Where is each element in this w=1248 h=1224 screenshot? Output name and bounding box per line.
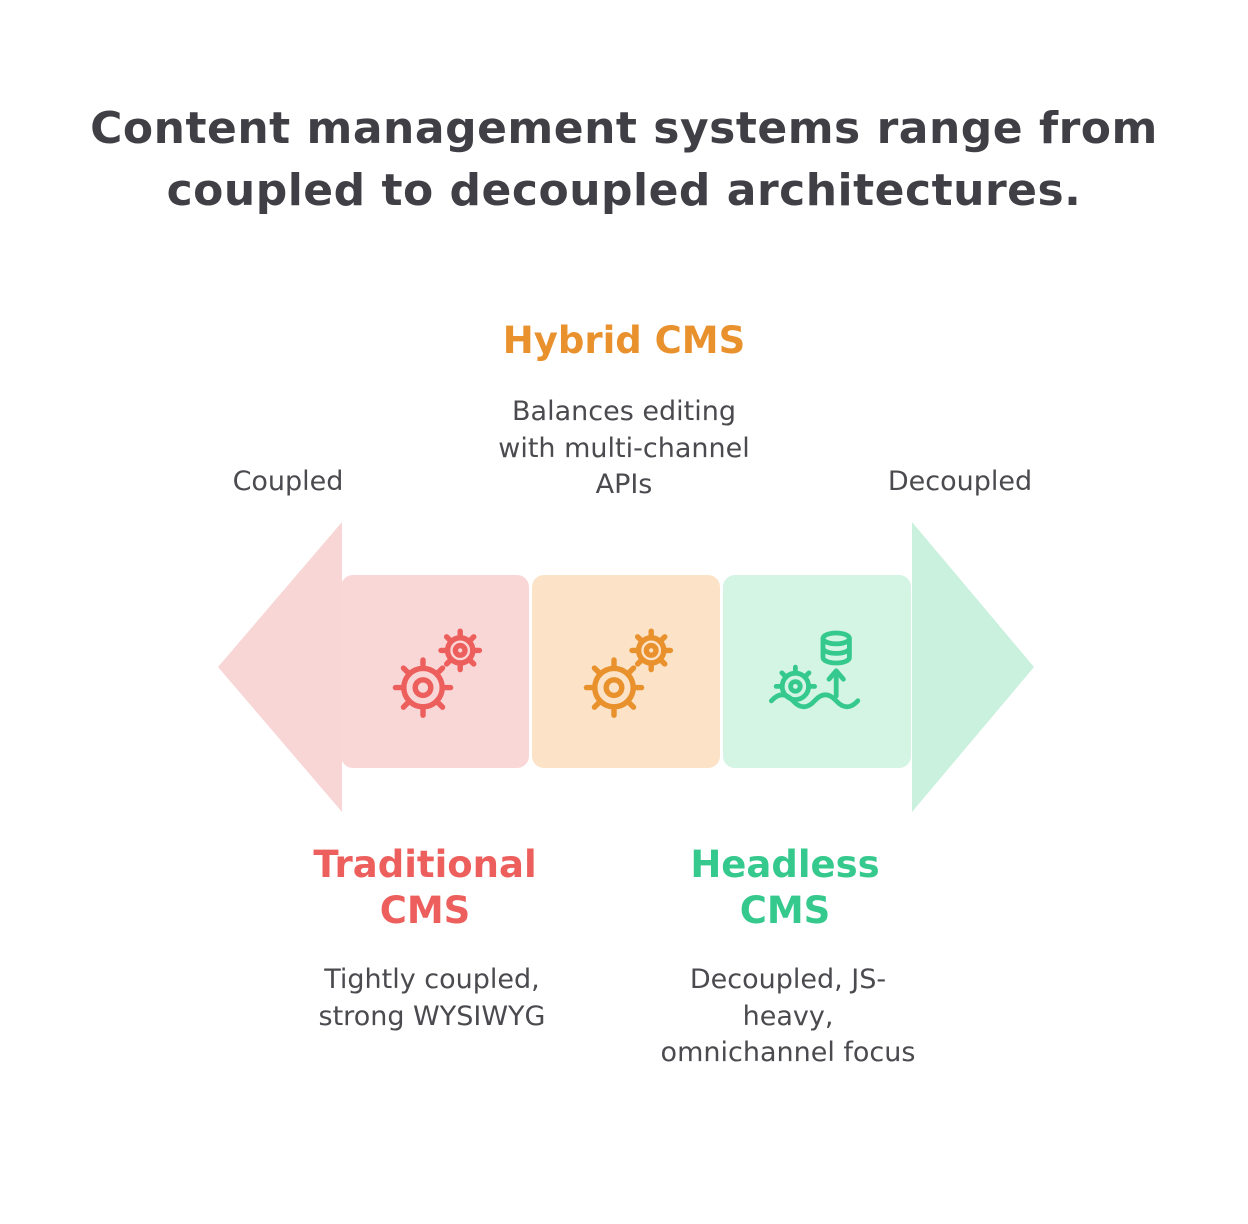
axis-label-decoupled: Decoupled (887, 466, 1033, 497)
axis-label-coupled: Coupled (232, 466, 344, 497)
page-title: Content management systems range from co… (90, 103, 1158, 217)
spectrum-arrowhead-left (218, 522, 342, 812)
segment-headless-cms (723, 575, 911, 768)
gears-icon (375, 612, 495, 732)
spectrum-arrowhead-right (912, 522, 1034, 812)
segment-traditional-cms (341, 575, 529, 768)
hybrid-cms-description: Balances editing with multi-channel APIs (498, 396, 750, 501)
traditional-cms-title: Traditional CMS (313, 843, 537, 933)
database-deploy-icon (757, 612, 877, 732)
traditional-cms-description: Tightly coupled, strong WYSIWYG (318, 964, 546, 1032)
gears-icon (566, 612, 686, 732)
headless-cms-title: Headless CMS (690, 843, 880, 933)
headless-cms-description: Decoupled, JS-heavy, omnichannel focus (660, 964, 916, 1069)
hybrid-cms-title: Hybrid CMS (502, 319, 746, 362)
segment-hybrid-cms (532, 575, 720, 768)
